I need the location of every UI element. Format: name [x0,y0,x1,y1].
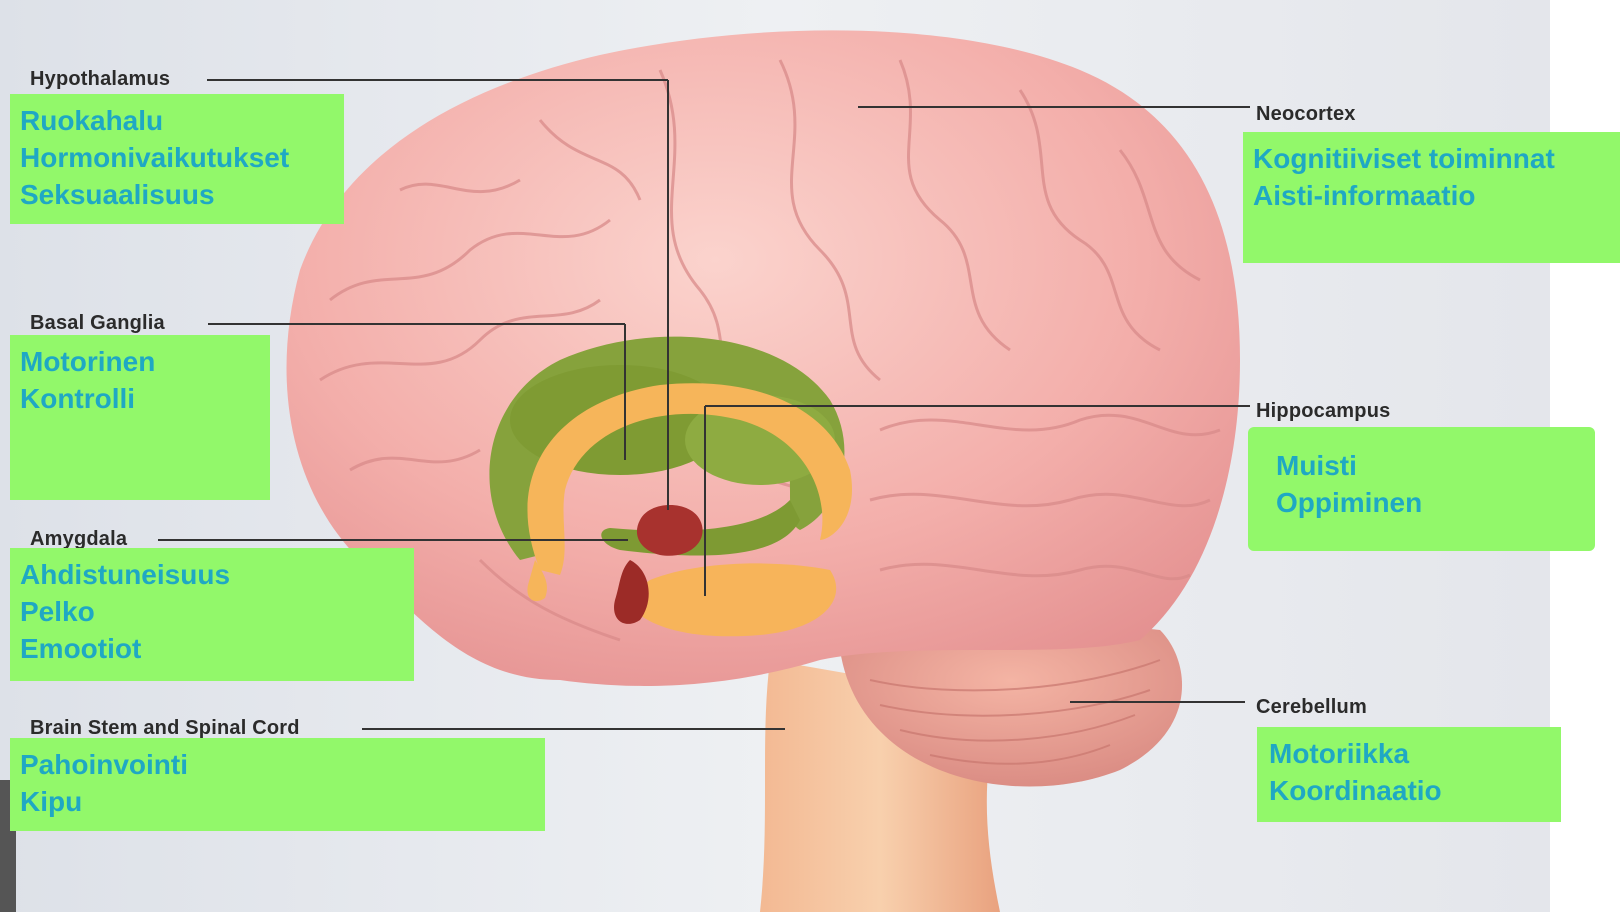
function-item: Ruokahalu [20,102,334,139]
function-item: Oppiminen [1276,484,1567,521]
neocortex-label: Neocortex [1256,103,1356,126]
amygdala-function-box: Ahdistuneisuus Pelko Emootiot [10,548,414,681]
function-item: Pelko [20,593,404,630]
function-item: Seksuaalisuus [20,176,334,213]
function-item: Aisti-informaatio [1253,177,1610,214]
brain-stem-function-box: Pahoinvointi Kipu [10,738,545,831]
basal-ganglia-label: Basal Ganglia [30,312,165,335]
function-item: Emootiot [20,630,404,667]
cerebellum-function-box: Motoriikka Koordinaatio [1257,727,1561,822]
hippocampus-function-box: Muisti Oppiminen [1248,427,1595,551]
hypothalamus-function-box: Ruokahalu Hormonivaikutukset Seksuaalisu… [10,94,344,224]
function-item: Kognitiiviset toiminnat [1253,140,1610,177]
function-item: Pahoinvointi [20,746,535,783]
function-item: Hormonivaikutukset [20,139,334,176]
hippocampus-label: Hippocampus [1256,400,1390,423]
function-item: Ahdistuneisuus [20,556,404,593]
cerebellum-label: Cerebellum [1256,696,1367,719]
function-item: Kipu [20,783,535,820]
function-item: Koordinaatio [1269,772,1549,809]
neocortex-function-box: Kognitiiviset toiminnat Aisti-informaati… [1243,132,1620,263]
amygdala-shape [637,505,703,556]
hypothalamus-label: Hypothalamus [30,68,170,91]
function-item: Motorinen [20,343,260,380]
function-item: Muisti [1276,447,1567,484]
function-item: Kontrolli [20,380,260,417]
function-item: Motoriikka [1269,735,1549,772]
basal-ganglia-function-box: Motorinen Kontrolli [10,335,270,500]
brain-stem-label: Brain Stem and Spinal Cord [30,717,300,740]
